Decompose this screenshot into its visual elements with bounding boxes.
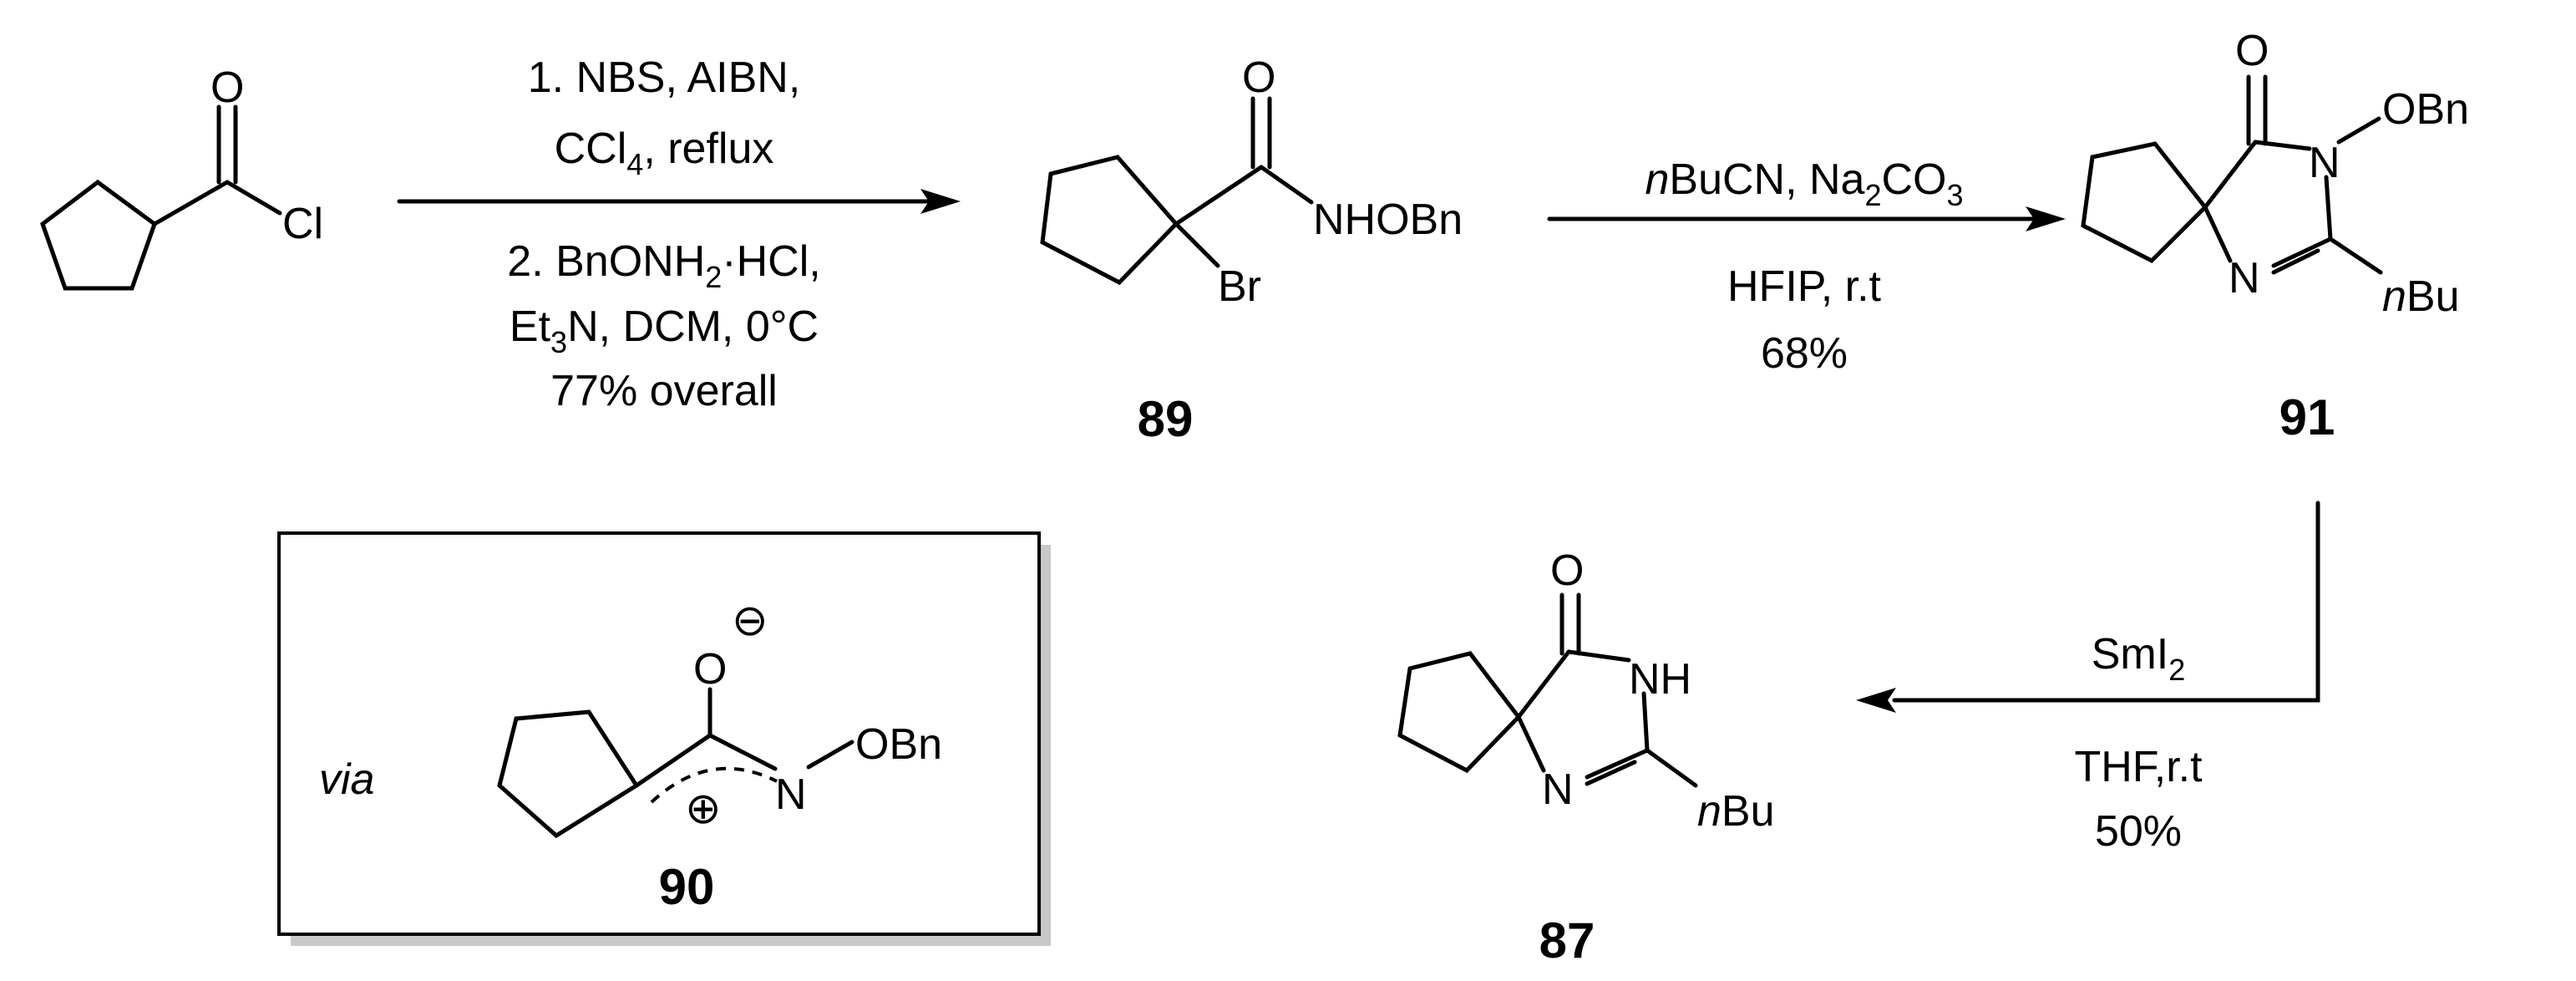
positive-charge: ⊕	[685, 785, 722, 833]
step2-line1: nBuCN, Na2CO3	[1645, 155, 1963, 212]
delocalized-bond	[650, 766, 778, 804]
c87-nitrogen: N	[1542, 765, 1574, 814]
step2-line3: 68%	[1761, 329, 1848, 378]
compound-91: O N OBn N nBu 91	[2081, 27, 2469, 445]
step1-line2: CCl4, reflux	[555, 125, 774, 181]
reaction-step-1: 1. NBS, AIBN, CCl4, reflux 2. BnONH2·HCl…	[397, 53, 961, 415]
box-frame	[277, 531, 1041, 936]
c91-oxygen: O	[2235, 27, 2269, 75]
c91-obn: OBn	[2382, 85, 2469, 134]
c91-nitrogen-1: N	[2309, 139, 2340, 187]
bond-ring-carbonyl	[152, 180, 230, 226]
arrowhead-3	[1856, 688, 1896, 713]
label-87: 87	[1539, 912, 1595, 968]
cyclopentane-ring-90	[497, 709, 640, 839]
step3-line3: 50%	[2095, 807, 2182, 856]
via-label: via	[319, 755, 374, 804]
c91-nbu: nBu	[2382, 272, 2460, 321]
c90-obn: OBn	[855, 720, 942, 769]
label-89: 89	[1138, 391, 1194, 447]
sm-oxygen: O	[210, 64, 244, 112]
bond-c-cl	[225, 180, 282, 216]
step2-line2: HFIP, r.t	[1727, 262, 1882, 311]
c89-oxygen: O	[1242, 53, 1275, 102]
arrowhead-2	[2026, 206, 2066, 231]
reaction-arrow-3	[1892, 501, 2320, 703]
bond-ring-carbonyl-89	[1174, 165, 1264, 226]
c89-nhobn: NHOBn	[1313, 196, 1463, 244]
step1-line4: Et3N, DCM, 0°C	[510, 302, 819, 359]
label-90: 90	[659, 859, 715, 915]
cyclopentane-ring-91	[2081, 141, 2208, 264]
c87-nbu: nBu	[1697, 787, 1775, 836]
step3-line1: SmI2	[2092, 630, 2185, 687]
step3-line2: THF,r.t	[2074, 743, 2203, 791]
intermediate-box: via O ⊖ N OBn ⊕ 90	[277, 531, 1051, 946]
c91-nitrogen-2: N	[2229, 254, 2260, 302]
cyclopentane-ring-87	[1397, 651, 1522, 774]
compound-87: O NH N nBu 87	[1397, 546, 1775, 968]
step1-line1: 1. NBS, AIBN,	[528, 53, 801, 102]
compound-89: O NHOBn Br 89	[1040, 53, 1463, 447]
negative-charge: ⊖	[732, 597, 768, 645]
reaction-step-3: SmI2 THF,r.t 50%	[1856, 501, 2320, 856]
reaction-step-2: nBuCN, Na2CO3 HFIP, r.t 68%	[1547, 155, 2066, 378]
c90-oxygen: O	[693, 645, 727, 694]
sm-chlorine: Cl	[282, 200, 323, 248]
label-91: 91	[2279, 389, 2335, 445]
c87-oxygen: O	[1550, 546, 1584, 595]
c89-bromine: Br	[1218, 262, 1261, 311]
step1-line3: 2. BnONH2·HCl,	[507, 237, 820, 294]
step1-line5: 77% overall	[550, 367, 778, 415]
bond-c-br	[1174, 221, 1220, 268]
starting-material: O Cl	[40, 64, 323, 291]
arrowhead-1	[920, 189, 961, 214]
c90-nitrogen: N	[775, 770, 807, 819]
cyclopentane-ring-89	[1040, 155, 1179, 286]
cyclopentane-ring	[40, 179, 157, 291]
c87-nh: NH	[1629, 655, 1691, 704]
